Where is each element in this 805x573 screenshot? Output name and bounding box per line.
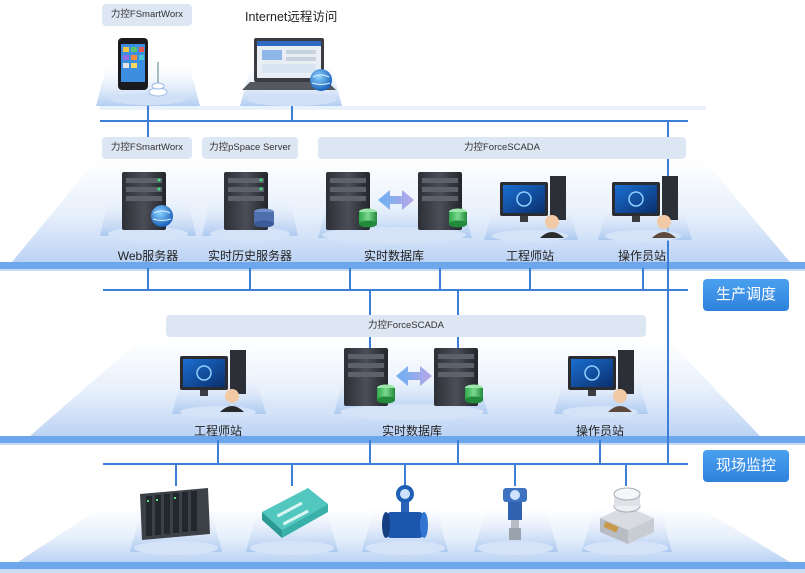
field-operator-workstation-icon bbox=[554, 350, 648, 418]
plc-rack-icon bbox=[130, 488, 222, 555]
internet-access-label: Internet远程访问 bbox=[245, 10, 338, 24]
field-engineer-workstation-icon bbox=[172, 350, 266, 418]
scada-software-tag: 力控ForceSCADA bbox=[318, 137, 686, 159]
operator-station-caption: 操作员站 bbox=[617, 249, 666, 263]
engineer-workstation-icon bbox=[484, 176, 578, 242]
mobile-phone-icon bbox=[96, 38, 200, 106]
engineer-station-caption: 工程师站 bbox=[505, 249, 554, 263]
pspace-software-tag: 力控pSpace Server bbox=[202, 137, 298, 159]
field-realtime-db-caption: 实时数据库 bbox=[381, 424, 442, 438]
pressure-transmitter-icon bbox=[474, 488, 558, 555]
realtime-database-icon bbox=[318, 172, 472, 243]
laptop-icon bbox=[240, 38, 342, 106]
web-server-icon bbox=[100, 172, 196, 241]
field-scada-tag: 力控ForceSCADA bbox=[166, 315, 646, 337]
mobile-software-tag: 力控FSmartWorx bbox=[102, 4, 192, 26]
history-server-caption: 实时历史服务器 bbox=[207, 249, 292, 263]
production-dispatch-badge: 生产调度 bbox=[703, 279, 789, 311]
field-realtime-database-icon bbox=[334, 348, 488, 420]
web-software-tag: 力控FSmartWorx bbox=[102, 137, 192, 159]
field-monitoring-badge: 现场监控 bbox=[703, 450, 789, 482]
flowmeter-icon bbox=[362, 485, 448, 555]
field-engineer-caption: 工程师站 bbox=[193, 424, 242, 438]
history-server-icon bbox=[202, 172, 298, 241]
load-cell-icon bbox=[582, 487, 672, 555]
operator-workstation-icon bbox=[598, 176, 692, 242]
io-module-icon bbox=[246, 488, 338, 555]
web-server-caption: Web服务器 bbox=[117, 249, 179, 263]
field-operator-caption: 操作员站 bbox=[575, 424, 624, 438]
realtime-db-caption: 实时数据库 bbox=[363, 249, 424, 263]
platform-top bbox=[100, 106, 706, 110]
